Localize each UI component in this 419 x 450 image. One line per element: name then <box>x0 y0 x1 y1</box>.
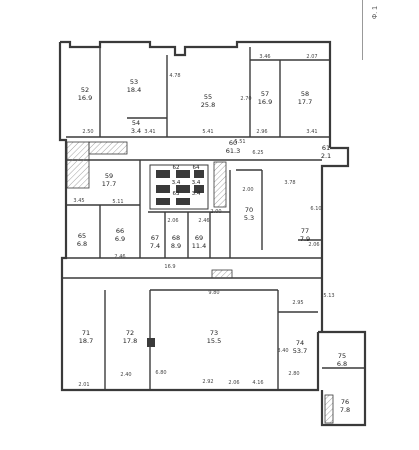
dimension: 2.06 <box>308 242 319 248</box>
dimension: 5.11 <box>112 199 123 205</box>
room-number: 75 <box>338 352 346 360</box>
room-area: 61.3 <box>226 147 240 155</box>
dimension: 2.80 <box>288 371 299 377</box>
dimension: 2.95 <box>292 300 303 306</box>
dimension: 3.41 <box>144 129 155 135</box>
dimension: 2.46 <box>114 254 125 260</box>
room-area: 2.1 <box>321 152 331 160</box>
dimension: 6.80 <box>155 370 166 376</box>
room-area: 18.7 <box>79 337 93 345</box>
room-number: 61 <box>322 144 330 152</box>
dimension: 2.40 <box>120 372 131 378</box>
room-area: 7.8 <box>340 406 350 414</box>
room-area: 11.4 <box>192 242 206 250</box>
room-area: 17.8 <box>123 337 137 345</box>
dimension: 2.92 <box>202 379 213 385</box>
room-number: 67 <box>151 234 159 242</box>
scan-edge <box>362 0 363 60</box>
dimension: 6.25 <box>252 150 263 156</box>
room-number: 66 <box>116 227 124 235</box>
dimension: 2.07 <box>306 54 317 60</box>
room-number: 55 <box>204 93 212 101</box>
room-area: 6.8 <box>337 360 347 368</box>
room-number: 69 <box>195 234 203 242</box>
dimension: 3.46 <box>259 54 270 60</box>
dimension: 5.41 <box>202 129 213 135</box>
dimension: 2.00 <box>242 187 253 193</box>
room-number: 57 <box>261 90 269 98</box>
room-number: 73 <box>210 329 218 337</box>
dimension: 5.51 <box>234 139 245 145</box>
room-number: 60 <box>229 139 237 147</box>
dimension: 2.70 <box>240 96 251 102</box>
room-number: 63 <box>173 191 180 197</box>
room-area: 8.9 <box>171 242 181 250</box>
dimension: 4.16 <box>252 380 263 386</box>
room-area: 16.9 <box>258 98 272 106</box>
dimension: 2.50 <box>82 129 93 135</box>
room-area: 18.4 <box>127 86 141 94</box>
dimension: 3.78 <box>284 180 295 186</box>
room-number: 62 <box>173 165 180 171</box>
dimension: 6.10 <box>310 206 321 212</box>
dimension-labels: 2.50 3.41 5.41 2.96 3.41 5.51 3.78 6.25 … <box>73 54 334 388</box>
room-number: 52 <box>81 86 89 94</box>
dimension: 2.46 <box>198 218 209 224</box>
room-number: 59 <box>105 172 113 180</box>
room-number: 68 <box>172 234 180 242</box>
room-number: 54 <box>132 119 140 127</box>
room-number: 58 <box>301 90 309 98</box>
dimension: 2.00 <box>210 209 221 215</box>
room-area: 25.8 <box>201 101 215 109</box>
dimension: 3.40 <box>277 348 288 354</box>
room-number: 64 <box>193 165 200 171</box>
dimension: 2.01 <box>78 382 89 388</box>
room-area: 17.7 <box>102 180 116 188</box>
room-number: 72 <box>126 329 134 337</box>
room-area: 6.9 <box>115 235 125 243</box>
room-area: 3.4 <box>172 180 181 186</box>
room-area: 53.7 <box>293 347 307 355</box>
room-area: 7.9 <box>300 235 310 243</box>
room-labels: 52 16.9 53 18.4 54 3.4 55 25.8 57 16.9 5… <box>77 78 350 414</box>
dimension: 4.78 <box>169 73 180 79</box>
outer-walls <box>58 40 367 427</box>
room-number: 71 <box>82 329 90 337</box>
dimension: 3.45 <box>73 198 84 204</box>
room-area: 3.4 <box>192 180 201 186</box>
room-area: 3.4 <box>192 191 201 197</box>
dimension: 2.06 <box>167 218 178 224</box>
room-area: 5.3 <box>244 214 254 222</box>
dimension: 2.96 <box>256 129 267 135</box>
room-number: 77 <box>301 227 309 235</box>
stair-shafts <box>66 141 334 424</box>
dimension: 9.80 <box>208 290 219 296</box>
room-area: 7.4 <box>150 242 160 250</box>
room-number: 76 <box>341 398 349 406</box>
room-number: 53 <box>130 78 138 86</box>
dimension: 2.06 <box>228 380 239 386</box>
room-number: 70 <box>245 206 253 214</box>
room-area: 17.7 <box>298 98 312 106</box>
room-number: 74 <box>296 339 304 347</box>
dimension: 16.9 <box>164 264 175 270</box>
dimension: 5.13 <box>323 293 334 299</box>
room-number: 65 <box>78 232 86 240</box>
room-area: 16.9 <box>78 94 92 102</box>
room-area: 3.4 <box>131 127 141 135</box>
room-area: 15.5 <box>207 337 221 345</box>
room-area: 6.8 <box>77 240 87 248</box>
dimension: 3.41 <box>306 129 317 135</box>
